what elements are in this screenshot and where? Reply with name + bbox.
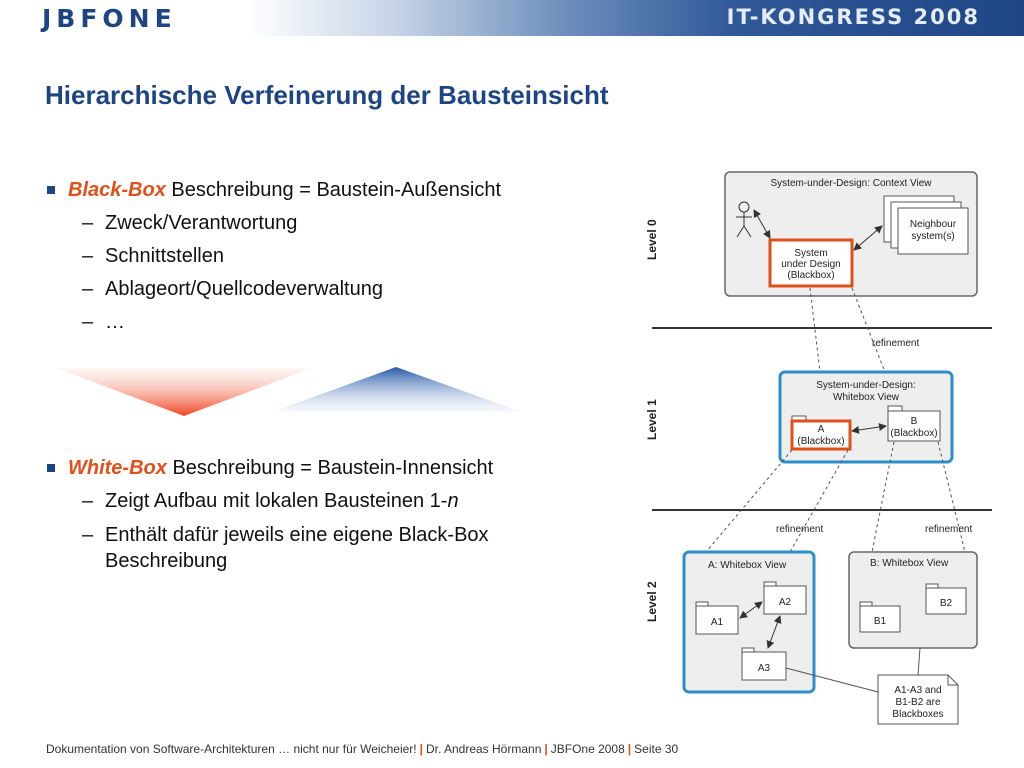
sub-item: –Enthält dafür jeweils eine eigene Black… <box>82 524 489 572</box>
block-a1-box <box>695 605 739 635</box>
blackbox-keyword: Black-Box <box>68 179 166 201</box>
whitebox-item-1-italic: n <box>447 490 459 512</box>
slide-title: Hierarchische Verfeinerung der Bausteins… <box>45 80 609 110</box>
sub-item: –Ablageort/Quellcodeverwaltung <box>45 273 585 306</box>
whitebox-text: Beschreibung = Baustein-Innensicht <box>166 457 494 479</box>
block-a2-box <box>763 585 807 615</box>
blackbox-item-3: Ablageort/Quellcodeverwaltung <box>105 278 383 300</box>
block-b1-label: B1 <box>874 616 887 627</box>
sud-label-1: System <box>794 248 827 259</box>
block-b-sub: (Blackbox) <box>890 428 937 439</box>
building-block-diagram: Level 0 Level 1 Level 2 System-under-Des… <box>645 171 992 725</box>
whitebox-item-2-line2: Beschreibung <box>105 550 228 572</box>
block-b-box <box>887 410 941 442</box>
context-view-title: System-under-Design: Context View <box>771 178 933 189</box>
bullet-square-icon <box>47 464 55 472</box>
note-line-2: B1-B2 are <box>895 697 940 708</box>
bullet-square-icon <box>47 186 55 194</box>
refinement-arrows-graphic <box>56 367 522 416</box>
actor-icon <box>736 201 752 238</box>
footer-page: Seite 30 <box>634 742 679 756</box>
sub-item: –Schnittstellen <box>45 240 585 273</box>
footer: Dokumentation von Software-Architekturen… <box>46 742 679 756</box>
block-a1-label: A1 <box>711 617 724 628</box>
sub-item: –… <box>45 306 585 339</box>
refinement-label: refinement <box>872 338 919 349</box>
blackbox-section: Black-Box Beschreibung = Baustein-Außens… <box>45 174 585 339</box>
neighbour-label-1: Neighbour <box>910 219 957 230</box>
block-b-label: B <box>911 416 918 427</box>
blackbox-item-1: Zweck/Verantwortung <box>105 212 298 234</box>
bullet-whitebox: White-Box Beschreibung = Baustein-Innens… <box>45 452 585 485</box>
sud-label-3: (Blackbox) <box>787 270 834 281</box>
up-arrow-shape <box>272 367 522 412</box>
a-whitebox-title: A: Whitebox View <box>708 560 787 571</box>
whitebox-title-2: Whitebox View <box>833 392 900 403</box>
note-line-1: A1-A3 and <box>894 685 941 696</box>
down-arrow-shape <box>56 368 312 416</box>
block-a-label: A <box>818 424 825 435</box>
blackbox-item-4: … <box>105 311 125 333</box>
level-1-label: Level 1 <box>645 399 659 440</box>
actor-link <box>753 209 771 239</box>
note-line-3: Blackboxes <box>892 709 943 720</box>
block-a-box <box>790 419 852 451</box>
whitebox-section: White-Box Beschreibung = Baustein-Innens… <box>45 452 585 574</box>
refinement-label: refinement <box>776 524 823 535</box>
bullet-blackbox: Black-Box Beschreibung = Baustein-Außens… <box>45 174 585 207</box>
jbfone-logo: JBFONE <box>42 4 177 33</box>
whitebox-title-1: System-under-Design: <box>816 380 915 391</box>
level-2-label: Level 2 <box>645 581 659 622</box>
whitebox-keyword: White-Box <box>68 457 167 479</box>
system-under-design-box <box>768 238 854 288</box>
event-title: IT-KONGRESS 2008 <box>726 5 980 29</box>
footer-author: Dr. Andreas Hörmann <box>425 742 542 756</box>
whitebox-item-1: Zeigt Aufbau mit lokalen Bausteinen 1- <box>105 490 448 512</box>
whitebox-item-2-line1: Enthält dafür jeweils eine eigene Black-… <box>105 524 489 546</box>
block-b1-box <box>859 605 901 633</box>
refinement-label: refinement <box>925 524 972 535</box>
neighbour-label-2: system(s) <box>911 231 954 242</box>
neighbour-box <box>897 207 969 255</box>
block-a3-label: A3 <box>758 663 771 674</box>
sub-item: –Zeigt Aufbau mit lokalen Bausteinen 1-n <box>82 490 459 512</box>
level-0-label: Level 0 <box>645 219 659 260</box>
sud-label-2: under Design <box>781 259 840 270</box>
block-b2-box <box>925 587 967 615</box>
footer-title: Dokumentation von Software-Architekturen… <box>46 742 417 756</box>
footer-event: JBFOne 2008 <box>550 742 625 756</box>
block-a-sub: (Blackbox) <box>797 436 844 447</box>
blackbox-item-2: Schnittstellen <box>105 245 224 267</box>
note-box <box>877 674 959 725</box>
block-a2-label: A2 <box>779 597 792 608</box>
block-b2-label: B2 <box>940 598 953 609</box>
neighbour-link <box>853 225 883 251</box>
b-whitebox-title: B: Whitebox View <box>870 558 949 569</box>
header-bar: JBFONE IT-KONGRESS 2008 <box>0 0 1024 36</box>
block-a3-box <box>741 651 787 681</box>
blackbox-text: Beschreibung = Baustein-Außensicht <box>165 179 502 201</box>
sub-item: –Zweck/Verantwortung <box>45 207 585 240</box>
